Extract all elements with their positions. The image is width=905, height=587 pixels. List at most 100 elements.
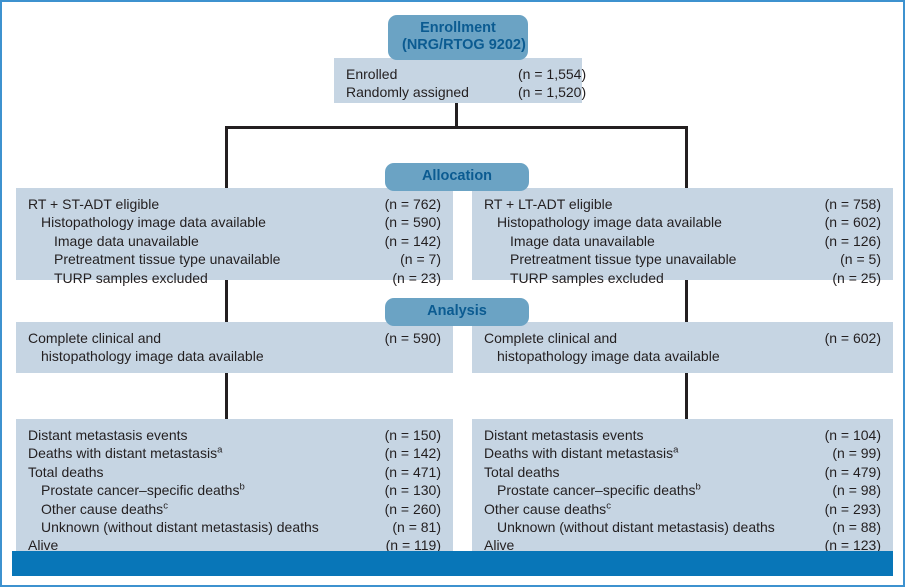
allocation-left-row-label: Histopathology image data available: [41, 214, 266, 231]
allocation-left-row-value: (n = 590): [384, 214, 441, 231]
outcomes-left-row-superscript: c: [163, 499, 168, 511]
outcomes-right-box: Distant metastasis events (n = 104) Deat…: [472, 419, 893, 555]
allocation-left-row: TURP samples excluded (n = 23): [28, 269, 441, 287]
outcomes-left-row-label: Other cause deathsc: [41, 499, 168, 517]
outcomes-left-row: Alive (n = 119): [28, 536, 441, 554]
enrollment-row-value: (n = 1,520): [518, 84, 587, 101]
analysis-left-row-value: (n = 590): [384, 330, 441, 346]
allocation-right-row: RT + LT-ADT eligible (n = 758): [484, 195, 881, 213]
allocation-right-row: Histopathology image data available (n =…: [484, 213, 881, 231]
outcomes-right-row-value: (n = 88): [832, 519, 881, 536]
enrollment-row-value: (n = 1,554): [518, 66, 587, 82]
stage-pill-enrollment-line2: (NRG/RTOG 9202): [402, 37, 526, 53]
connector-allocation-left-to-analysis: [225, 280, 228, 323]
allocation-left-row-value: (n = 762): [384, 196, 441, 212]
enrollment-row-label: Enrolled: [346, 66, 398, 82]
stage-pill-analysis-label: Analysis: [427, 303, 487, 319]
outcomes-right-row: Distant metastasis events (n = 104): [484, 426, 881, 444]
outcomes-left-row: Other cause deathsc (n = 260): [28, 500, 441, 518]
allocation-right-row-value: (n = 5): [840, 251, 881, 268]
allocation-left-row: Pretreatment tissue type unavailable (n …: [28, 250, 441, 268]
connector-analysis-right-to-outcomes: [685, 373, 688, 420]
allocation-right-row-value: (n = 126): [824, 232, 881, 249]
outcomes-right-row-label: Deaths with distant metastasisa: [484, 444, 679, 462]
outcomes-left-row-value: (n = 150): [384, 427, 441, 443]
allocation-right-row-label: Pretreatment tissue type unavailable: [510, 251, 737, 268]
allocation-right-row-label: TURP samples excluded: [510, 269, 664, 286]
outcomes-left-row-superscript: b: [239, 481, 245, 493]
outcomes-left-row-value: (n = 260): [384, 500, 441, 517]
analysis-left-row-label: histopathology image data available: [41, 348, 264, 365]
allocation-right-box: RT + LT-ADT eligible (n = 758) Histopath…: [472, 188, 893, 286]
outcomes-left-row: Unknown (without distant metastasis) dea…: [28, 518, 441, 536]
outcomes-left-row-superscript: a: [217, 444, 223, 456]
outcomes-right-row-label: Distant metastasis events: [484, 427, 644, 443]
allocation-left-row: Histopathology image data available (n =…: [28, 213, 441, 231]
outcomes-left-row-value: (n = 119): [385, 537, 441, 554]
analysis-left-box: Complete clinical and (n = 590) histopat…: [16, 322, 453, 373]
allocation-left-row-label: Image data unavailable: [54, 232, 199, 249]
stage-pill-enrollment-line1: Enrollment: [420, 20, 496, 36]
outcomes-left-row: Prostate cancer–specific deathsb (n = 13…: [28, 481, 441, 499]
outcomes-right-row-superscript: c: [606, 499, 611, 511]
outcomes-left-row-label: Deaths with distant metastasisa: [28, 444, 223, 462]
connector-split-left-down: [225, 126, 228, 189]
connector-split-horizontal: [225, 126, 688, 129]
stage-pill-analysis: Analysis: [385, 298, 529, 326]
outcomes-right-row-value: (n = 123): [824, 537, 881, 554]
outcomes-right-row-label: Prostate cancer–specific deathsb: [497, 481, 701, 499]
outcomes-right-row-value: (n = 104): [824, 427, 881, 443]
outcomes-left-row: Deaths with distant metastasisa (n = 142…: [28, 444, 441, 462]
outcomes-left-row-label: Unknown (without distant metastasis) dea…: [41, 519, 319, 536]
outcomes-left-row-value: (n = 130): [384, 482, 441, 499]
outcomes-right-row: Alive (n = 123): [484, 536, 881, 554]
connector-split-right-down: [685, 126, 688, 189]
allocation-right-row-label: RT + LT-ADT eligible: [484, 196, 613, 212]
footer-bar: [12, 551, 893, 576]
outcomes-right-row-label: Other cause deathsc: [484, 499, 611, 517]
enrollment-row: Randomly assigned (n = 1,520): [346, 83, 586, 101]
outcomes-left-row-value: (n = 471): [384, 463, 441, 480]
allocation-left-row-label: RT + ST-ADT eligible: [28, 196, 160, 212]
allocation-left-row: Image data unavailable (n = 142): [28, 232, 441, 250]
connector-enrollment-down: [455, 103, 458, 127]
outcomes-right-row-superscript: b: [695, 481, 701, 493]
outcomes-right-row-value: (n = 293): [824, 500, 881, 517]
allocation-right-row-value: (n = 25): [832, 269, 881, 286]
allocation-right-row: TURP samples excluded (n = 25): [484, 269, 881, 287]
enrollment-row: Enrolled (n = 1,554): [346, 65, 586, 83]
outcomes-right-row-value: (n = 479): [824, 463, 881, 480]
allocation-left-row: RT + ST-ADT eligible (n = 762): [28, 195, 441, 213]
outcomes-right-row: Unknown (without distant metastasis) dea…: [484, 518, 881, 536]
outcomes-left-row-label: Total deaths: [28, 463, 104, 480]
outcomes-left-row-value: (n = 142): [384, 445, 441, 462]
analysis-right-row: histopathology image data available: [484, 347, 881, 365]
outcomes-left-row-label: Distant metastasis events: [28, 427, 188, 443]
outcomes-left-row: Total deaths (n = 471): [28, 463, 441, 481]
allocation-left-row-value: (n = 23): [392, 269, 441, 286]
stage-pill-enrollment: Enrollment (NRG/RTOG 9202): [388, 15, 528, 60]
analysis-right-row-value: (n = 602): [824, 330, 881, 346]
outcomes-left-row: Distant metastasis events (n = 150): [28, 426, 441, 444]
analysis-right-row: Complete clinical and (n = 602): [484, 329, 881, 347]
outcomes-right-row: Deaths with distant metastasisa (n = 99): [484, 444, 881, 462]
allocation-right-row-label: Image data unavailable: [510, 232, 655, 249]
outcomes-right-row-label: Total deaths: [484, 463, 560, 480]
analysis-right-row-label: histopathology image data available: [497, 348, 720, 365]
enrollment-row-label: Randomly assigned: [346, 84, 469, 101]
allocation-left-row-value: (n = 142): [384, 232, 441, 249]
outcomes-right-row-value: (n = 99): [832, 445, 881, 462]
allocation-right-row-value: (n = 758): [824, 196, 881, 212]
outcomes-right-row: Prostate cancer–specific deathsb (n = 98…: [484, 481, 881, 499]
allocation-left-row-label: Pretreatment tissue type unavailable: [54, 251, 281, 268]
allocation-left-row-label: TURP samples excluded: [54, 269, 208, 286]
outcomes-right-row: Other cause deathsc (n = 293): [484, 500, 881, 518]
allocation-right-row: Pretreatment tissue type unavailable (n …: [484, 250, 881, 268]
allocation-right-row-value: (n = 602): [824, 214, 881, 231]
enrollment-box: Enrolled (n = 1,554) Randomly assigned (…: [334, 58, 586, 103]
stage-pill-allocation: Allocation: [385, 163, 529, 191]
outcomes-right-row-value: (n = 98): [832, 482, 881, 499]
outcomes-right-row-label: Unknown (without distant metastasis) dea…: [497, 519, 775, 536]
outcomes-left-row-value: (n = 81): [392, 519, 441, 536]
